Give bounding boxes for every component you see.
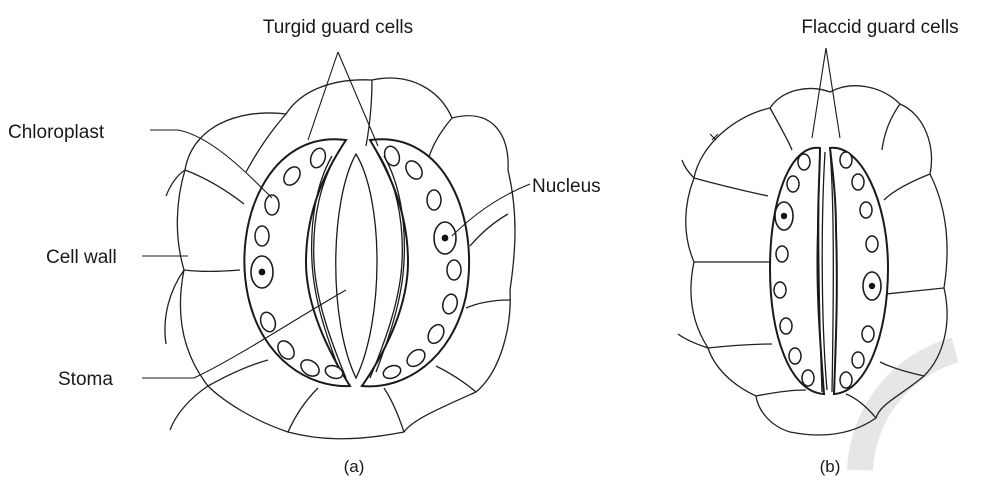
watermark-arc <box>860 350 955 470</box>
caption-b: (b) <box>820 457 841 476</box>
nucleus-left-a <box>251 256 273 288</box>
chloroplast <box>840 152 852 168</box>
chloroplast <box>866 236 878 252</box>
chloroplast <box>802 370 814 386</box>
nucleus-right-a <box>434 222 456 254</box>
stoma-pore-a <box>336 154 377 378</box>
chloroplast <box>776 246 788 262</box>
leader-lines-b <box>812 48 840 138</box>
chloroplast <box>798 154 810 170</box>
chloroplast <box>789 348 801 364</box>
guard-cell-left-b <box>770 148 824 394</box>
chloroplast <box>447 260 461 280</box>
turgid-guard-cells-label: Turgid guard cells <box>263 17 413 38</box>
chloroplast <box>852 174 864 190</box>
chloroplast <box>787 176 799 192</box>
nucleus-label: Nucleus <box>532 176 601 197</box>
guard-cell-right-a <box>362 139 469 386</box>
chloroplast <box>862 326 874 342</box>
chloroplast <box>852 352 864 368</box>
flaccid-guard-cells-label: Flaccid guard cells <box>801 17 958 38</box>
chloroplast <box>774 282 786 298</box>
leader-lines-a <box>142 52 530 378</box>
cell-wall-label: Cell wall <box>46 247 117 268</box>
chloroplast <box>255 226 269 246</box>
caption-a: (a) <box>344 457 365 476</box>
guard-cell-right-b <box>830 148 888 394</box>
chloroplast <box>427 190 441 210</box>
nucleus-right-b <box>863 272 881 300</box>
nucleus-left-b <box>775 202 793 230</box>
guard-cell-left-a <box>244 139 350 386</box>
chloroplast <box>780 318 792 334</box>
chloroplast <box>840 372 852 388</box>
stoma-label: Stoma <box>58 369 113 390</box>
panel-a: Turgid guard cells Chloroplast Cell wall… <box>8 17 601 476</box>
chloroplast <box>860 202 872 218</box>
chloroplast-label: Chloroplast <box>8 122 105 143</box>
stoma-pore-b <box>822 152 827 390</box>
panel-b: Flaccid guard cells (b) <box>678 17 959 476</box>
